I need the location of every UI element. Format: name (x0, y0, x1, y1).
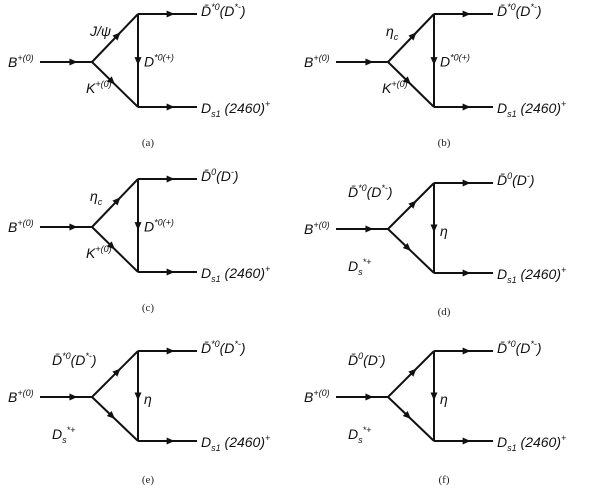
diagram-panel-5: B+(0)​ D̄*0​(D*-​) Ds​*+​ η D̄*0​(D*-​) Ds1​ … (8, 339, 270, 486)
upper-internal-line-arrow (408, 32, 417, 41)
lower-outgoing-label: Ds1​ (2460)+​ (201, 264, 270, 284)
lower-internal-line-arrow (402, 242, 411, 251)
lower-internal-line-arrow (402, 76, 411, 85)
lower-internal-line-arrow (106, 76, 115, 85)
upper-outgoing-line-arrow (462, 10, 471, 18)
upper-internal-label: J/ψ (89, 23, 111, 39)
incoming-b-meson-line-arrow (365, 393, 374, 401)
incoming-b-meson-line-arrow (69, 393, 78, 401)
lower-outgoing-line-arrow (462, 269, 471, 277)
incoming-b-meson-line-arrow (69, 223, 78, 231)
b-meson-label: B+(0)​ (8, 388, 34, 405)
vertical-exchange-label: η (440, 223, 448, 239)
lower-outgoing-label: Ds1​ (2460)+​ (497, 99, 566, 119)
upper-outgoing-line-arrow (166, 347, 175, 355)
upper-internal-label: ηc​ (386, 23, 399, 42)
lower-outgoing-line-arrow (166, 103, 175, 111)
incoming-b-meson-line-arrow (69, 58, 78, 66)
vertical-exchange-label: D*0(+)​ (440, 53, 470, 70)
lower-internal-label: K+(0)​ (382, 79, 408, 96)
incoming-b-meson-line-arrow (365, 225, 374, 233)
upper-internal-line-arrow (112, 32, 121, 41)
upper-outgoing-line-arrow (166, 175, 175, 183)
upper-outgoing-label: D̄*0​(D*-​) (201, 2, 246, 19)
diagram-panel-6: B+(0)​ D̄0​(D-​) Ds​*+​ η D̄*0​(D*-​) Ds1​ (2… (304, 339, 566, 486)
upper-outgoing-label: D̄*0​(D*-​) (497, 339, 542, 356)
panel-caption: (d) (438, 306, 451, 318)
vertical-exchange-label: η (144, 391, 152, 407)
lower-internal-label: Ds​*+​ (52, 425, 75, 445)
lower-internal-line-arrow (402, 410, 411, 419)
lower-outgoing-label: Ds1​ (2460)+​ (201, 99, 270, 119)
vertical-exchange-label: η (440, 391, 448, 407)
lower-internal-label: K+(0)​ (86, 244, 112, 261)
upper-internal-label: D̄*0​(D*-​) (348, 183, 393, 200)
lower-outgoing-line-arrow (166, 437, 175, 445)
vertical-exchange-line-arrow (134, 392, 142, 401)
vertical-exchange-line-arrow (430, 224, 438, 233)
diagram-panel-4: B+(0)​ D̄*0​(D*-​) Ds​*+​ η D̄0​(D-​) Ds1​ (2… (304, 171, 566, 318)
incoming-b-meson-line-arrow (365, 58, 374, 66)
upper-outgoing-label: D̄0​(D-​) (201, 167, 239, 184)
upper-internal-line-arrow (112, 368, 121, 377)
diagram-panel-1: B+(0)​ J/ψK+(0)​ D*0(+)​ D̄*0​(D*-​) Ds1​ (2… (8, 2, 270, 149)
upper-internal-label: ηc​ (90, 188, 103, 207)
panel-caption: (f) (439, 474, 450, 486)
vertical-exchange-label: D*0(+)​ (144, 218, 174, 235)
b-meson-label: B+(0)​ (304, 53, 330, 70)
upper-outgoing-line-arrow (462, 179, 471, 187)
panel-caption: (c) (142, 302, 155, 314)
lower-internal-label: K+(0)​ (86, 79, 112, 96)
diagram-panel-2: B+(0)​ ηc​ K+(0)​ D*0(+)​ D̄*0​(D*-​) Ds1​ (2… (304, 2, 566, 149)
upper-internal-label: D̄0​(D-​) (348, 351, 386, 368)
upper-internal-label: D̄*0​(D*-​) (52, 351, 97, 368)
diagram-panel-3: B+(0)​ ηc​ K+(0)​ D*0(+)​ D̄0​(D-​) Ds1​ (246… (8, 167, 270, 314)
panel-caption: (b) (438, 137, 451, 149)
panel-caption: (a) (142, 137, 155, 149)
lower-outgoing-line-arrow (462, 437, 471, 445)
vertical-exchange-label: D*0(+)​ (144, 53, 174, 70)
b-meson-label: B+(0)​ (304, 220, 330, 237)
upper-internal-line-arrow (408, 368, 417, 377)
lower-outgoing-label: Ds1​ (2460)+​ (497, 265, 566, 285)
lower-internal-line-arrow (106, 410, 115, 419)
lower-internal-line-arrow (106, 241, 115, 250)
b-meson-label: B+(0)​ (8, 53, 34, 70)
lower-internal-label: Ds​*+​ (348, 425, 371, 445)
upper-outgoing-line-arrow (166, 10, 175, 18)
upper-outgoing-label: D̄*0​(D*-​) (201, 339, 246, 356)
vertical-exchange-line-arrow (430, 57, 438, 66)
upper-internal-line-arrow (112, 197, 121, 206)
lower-outgoing-label: Ds1​ (2460)+​ (497, 433, 566, 453)
upper-internal-line-arrow (408, 200, 417, 209)
vertical-exchange-line-arrow (134, 57, 142, 66)
lower-outgoing-label: Ds1​ (2460)+​ (201, 433, 270, 453)
upper-outgoing-line-arrow (462, 347, 471, 355)
b-meson-label: B+(0)​ (304, 388, 330, 405)
lower-internal-label: Ds​*+​ (348, 257, 371, 277)
lower-outgoing-line-arrow (166, 268, 175, 276)
panel-caption: (e) (142, 474, 155, 486)
b-meson-label: B+(0)​ (8, 218, 34, 235)
upper-outgoing-label: D̄*0​(D*-​) (497, 2, 542, 19)
vertical-exchange-line-arrow (134, 222, 142, 231)
vertical-exchange-line-arrow (430, 392, 438, 401)
lower-outgoing-line-arrow (462, 103, 471, 111)
upper-outgoing-label: D̄0​(D-​) (497, 171, 535, 188)
